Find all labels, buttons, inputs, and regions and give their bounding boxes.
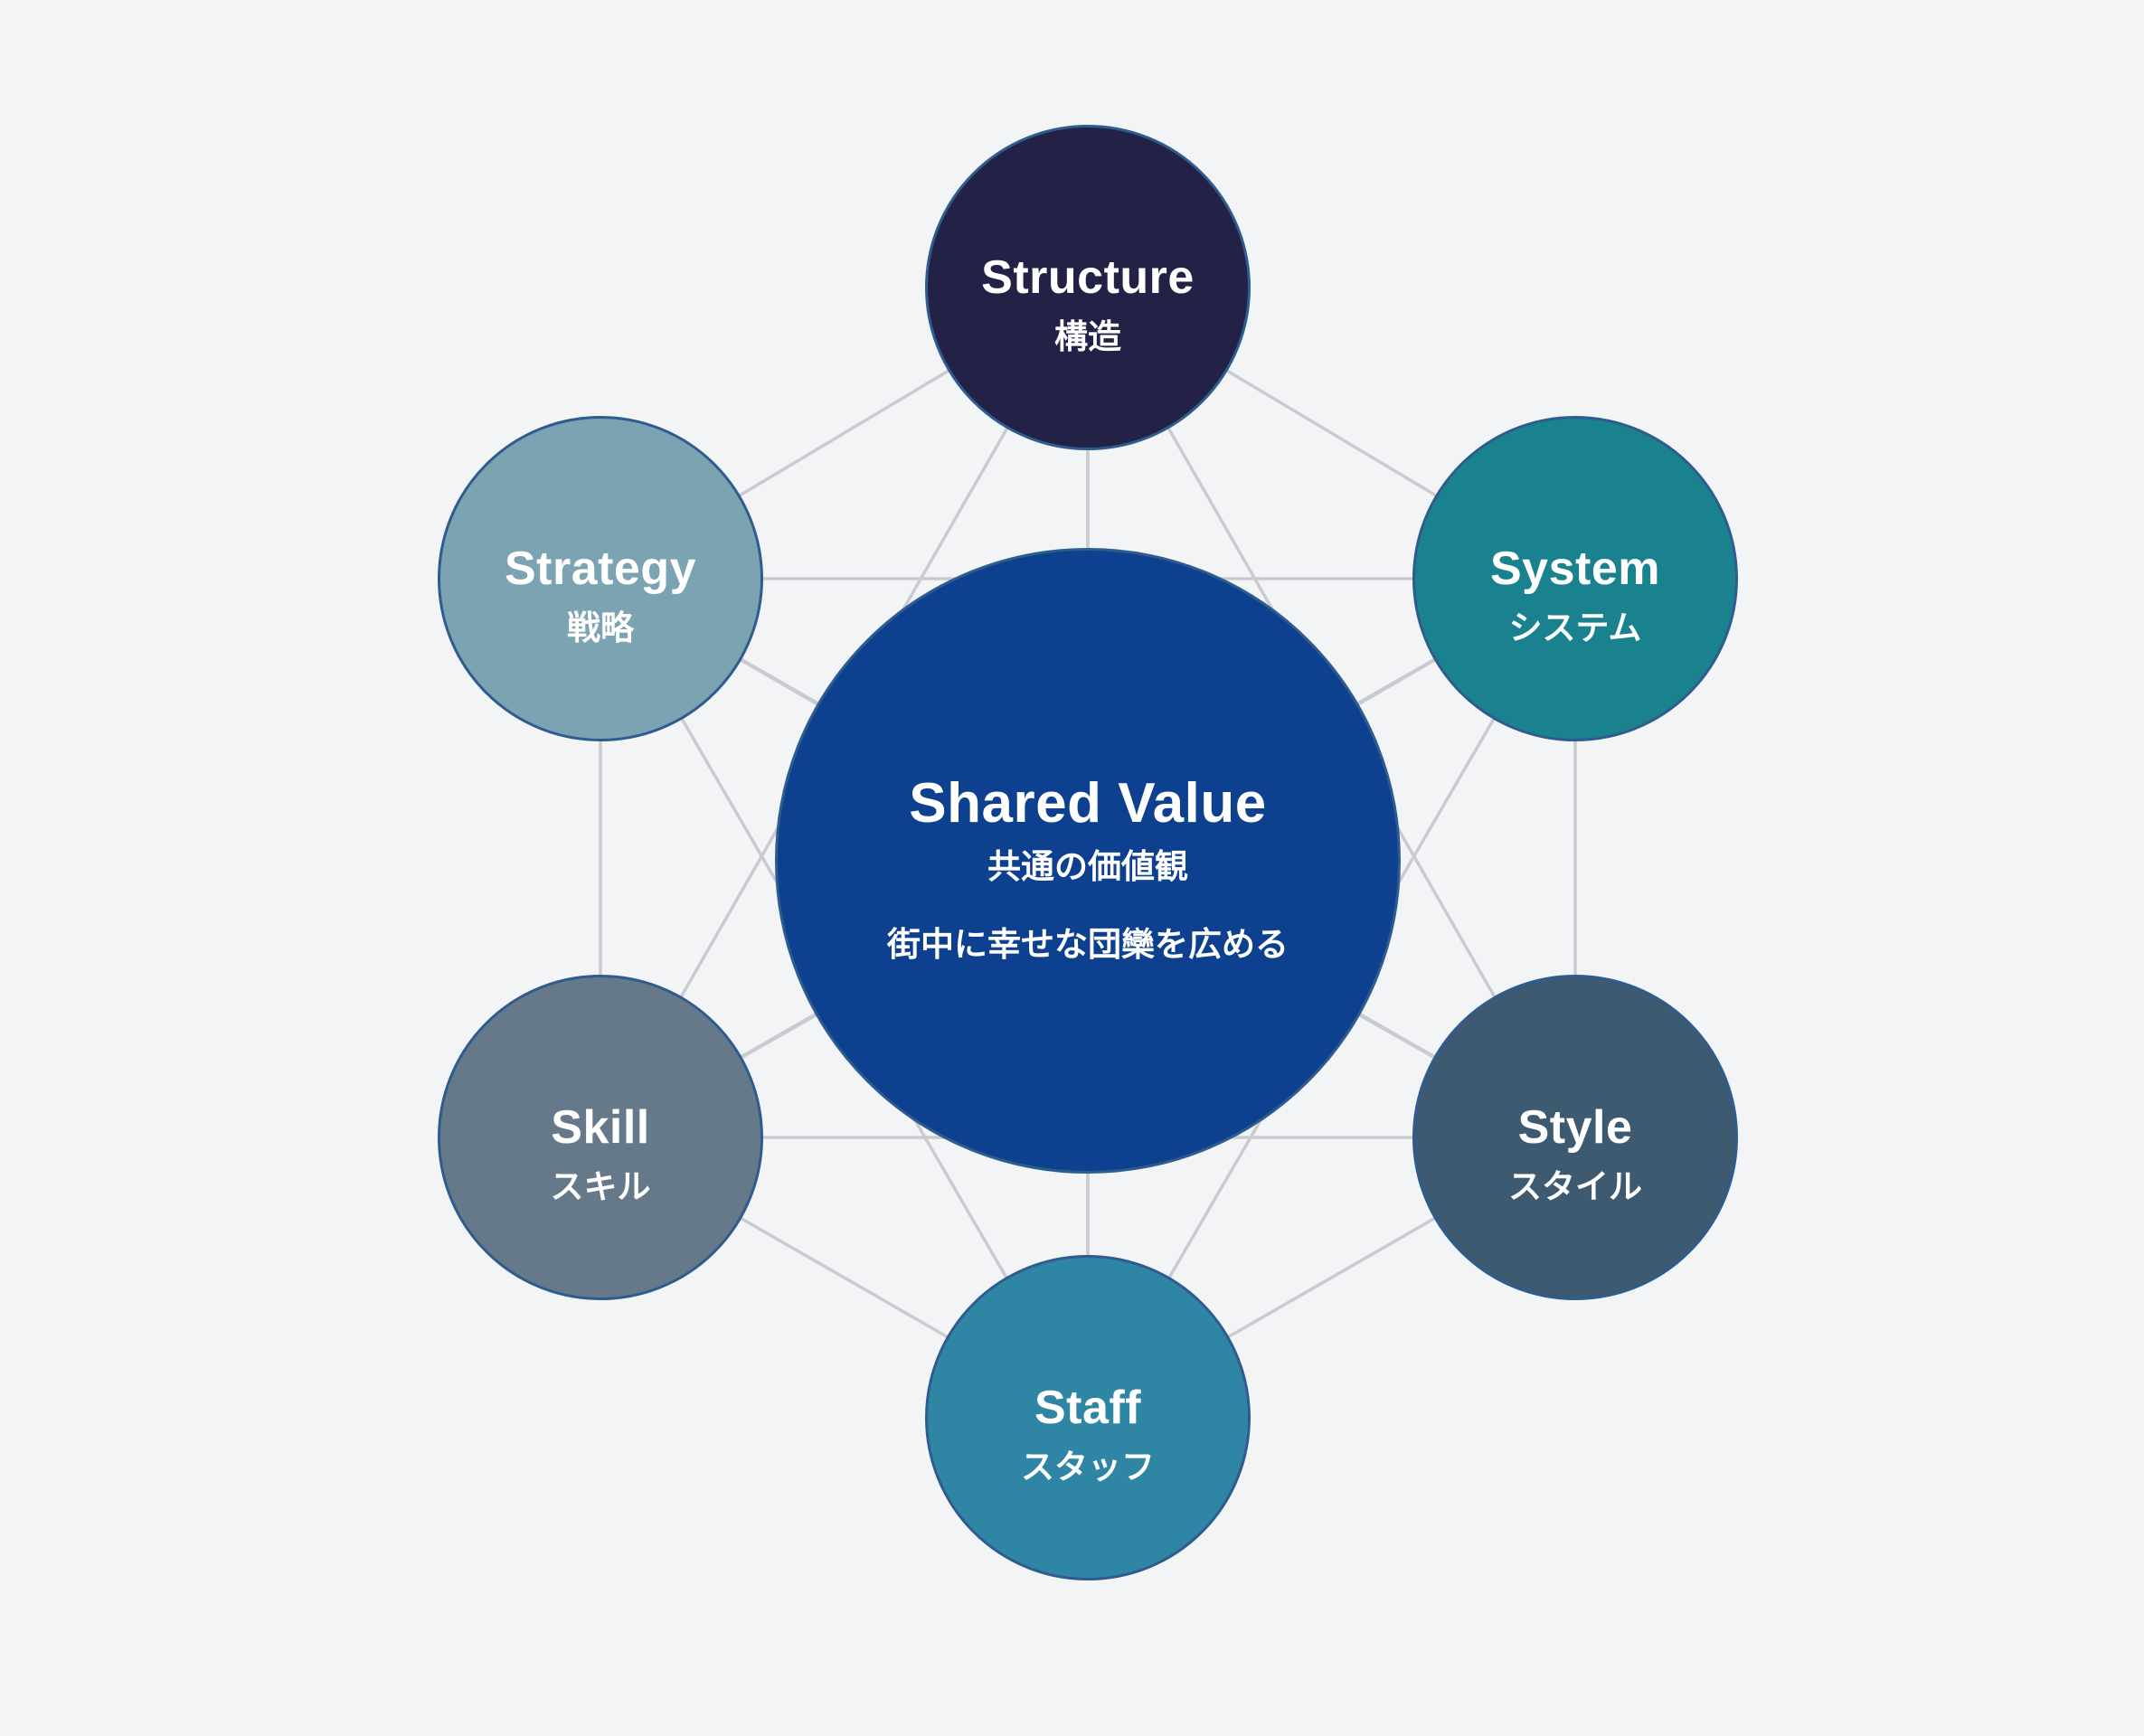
shared-value-label-ja: 共通の価値観 [987, 848, 1188, 885]
system-label-en: System [1490, 542, 1660, 595]
staff-label-ja: スタッフ [1021, 1448, 1155, 1486]
circle-strategy: Strategy 戦略 [438, 416, 763, 741]
system-text-block: System システム [1490, 542, 1660, 648]
circle-system: System システム [1412, 416, 1738, 741]
skill-label-en: Skill [551, 1101, 650, 1154]
structure-label-en: Structure [981, 251, 1195, 304]
shared-value-text-block: Shared Value 共通の価値観 街中に幸せな団欒を広める [887, 771, 1289, 968]
circle-style: Style スタイル [1412, 975, 1738, 1300]
strategy-label-en: Strategy [504, 542, 697, 595]
skill-label-ja: スキル [550, 1168, 651, 1205]
skill-text-block: Skill スキル [551, 1100, 651, 1207]
shared-value-tagline: 街中に幸せな団欒を広める [887, 926, 1289, 963]
style-text-block: Style スタイル [1508, 1100, 1642, 1207]
strategy-label-ja: 戦略 [566, 609, 634, 646]
circle-skill: Skill スキル [438, 975, 763, 1300]
structure-text-block: Structure 構造 [981, 250, 1195, 357]
circle-structure: Structure 構造 [925, 125, 1251, 450]
style-label-ja: スタイル [1508, 1168, 1642, 1205]
strategy-text-block: Strategy 戦略 [505, 542, 696, 648]
style-label-en: Style [1517, 1101, 1633, 1154]
staff-label-en: Staff [1034, 1382, 1142, 1434]
system-label-ja: システム [1508, 609, 1642, 646]
shared-value-label-en: Shared Value [909, 772, 1267, 835]
circle-shared-value: Shared Value 共通の価値観 街中に幸せな団欒を広める [775, 548, 1401, 1174]
circle-staff: Staff スタッフ [925, 1255, 1251, 1580]
structure-label-ja: 構造 [1054, 318, 1121, 355]
staff-text-block: Staff スタッフ [1021, 1381, 1155, 1487]
